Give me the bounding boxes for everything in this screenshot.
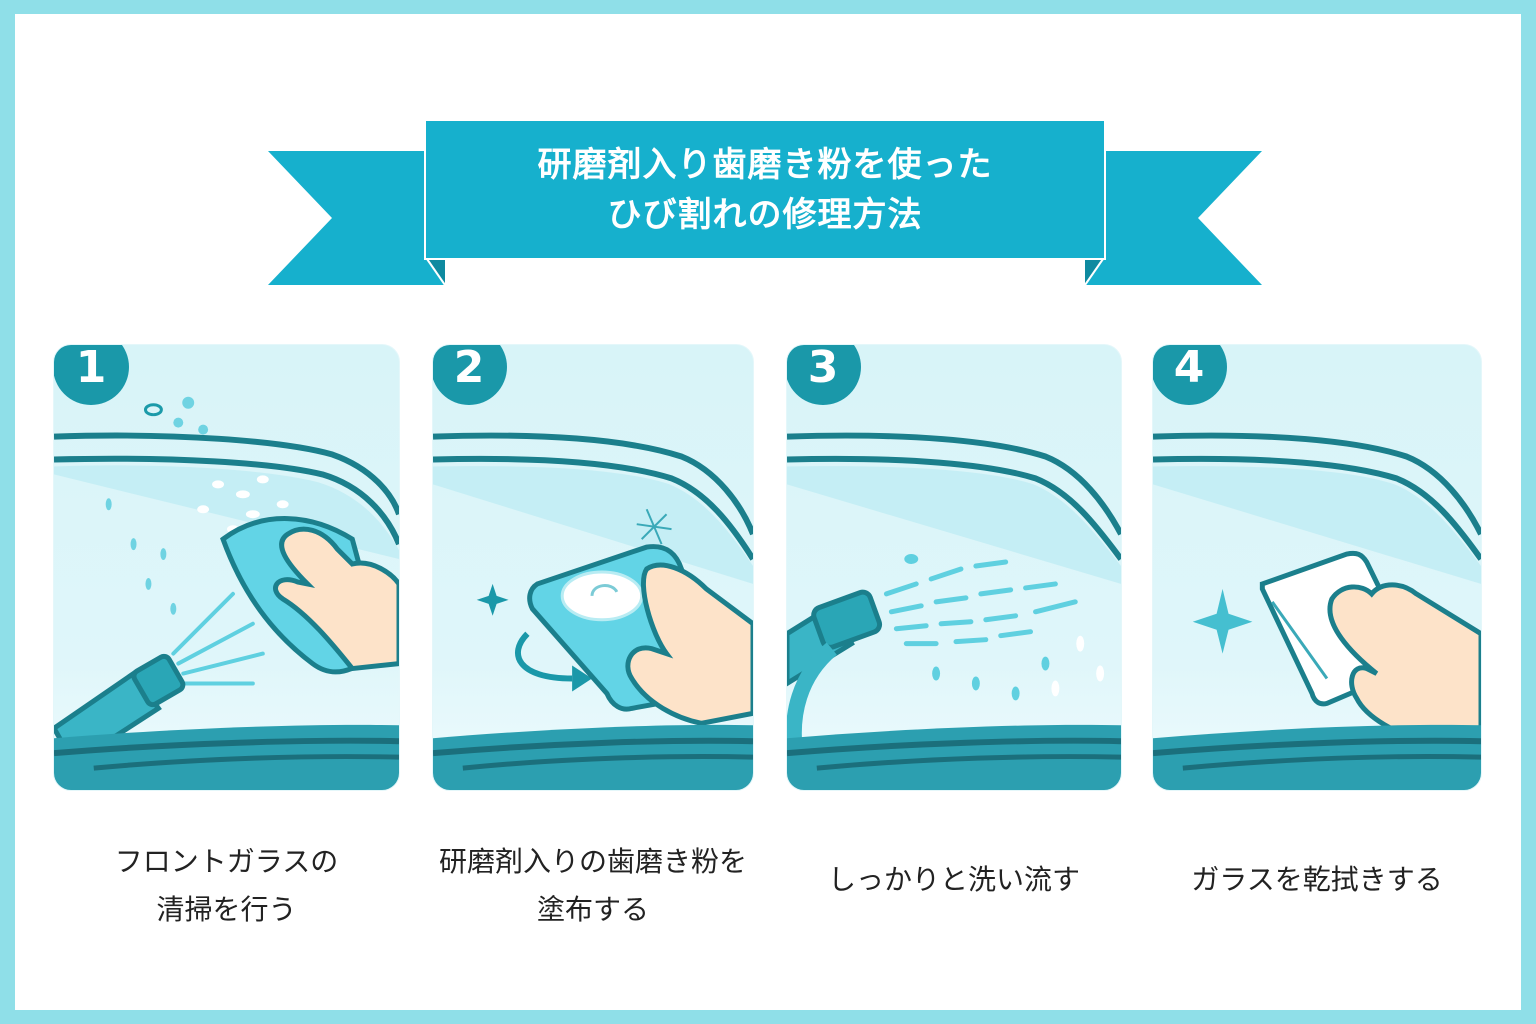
caption-line-2: 塗布する	[536, 893, 649, 926]
step-caption-1: フロントガラスの 清掃を行う	[53, 838, 400, 934]
step-card-2: 2	[432, 344, 754, 791]
step-number-badge: 2	[433, 345, 507, 405]
caption-line-1: 研磨剤入りの歯磨き粉を	[438, 845, 747, 878]
dry-wipe-illustration	[1153, 432, 1481, 790]
step-number-badge: 1	[54, 345, 129, 405]
page-title: 研磨剤入り歯磨き粉を使った ひび割れの修理方法	[427, 122, 1103, 258]
step-caption-4: ガラスを乾拭きする	[1140, 856, 1494, 904]
title-line-2: ひび割れの修理方法	[607, 195, 923, 235]
toothpaste-application-illustration	[433, 432, 753, 790]
title-line-1: 研磨剤入り歯磨き粉を使った	[537, 145, 993, 185]
caption-line-1: フロントガラスの	[114, 845, 339, 878]
step-caption-2: 研磨剤入りの歯磨き粉を 塗布する	[400, 838, 786, 934]
hose-rinsing-illustration	[787, 432, 1121, 790]
step-number-badge: 3	[787, 345, 861, 405]
caption-line-1: ガラスを乾拭きする	[1191, 863, 1443, 896]
step-card-4: 4	[1152, 344, 1482, 791]
hose-and-cloth-wiping-illustration	[54, 396, 399, 790]
step-caption-3: しっかりと洗い流す	[786, 856, 1122, 904]
caption-line-1: しっかりと洗い流す	[827, 863, 1080, 896]
step-number-badge: 4	[1153, 345, 1227, 405]
step-card-3: 3	[786, 344, 1122, 791]
caption-line-2: 清掃を行う	[156, 893, 297, 926]
step-card-1: 1	[53, 344, 400, 791]
